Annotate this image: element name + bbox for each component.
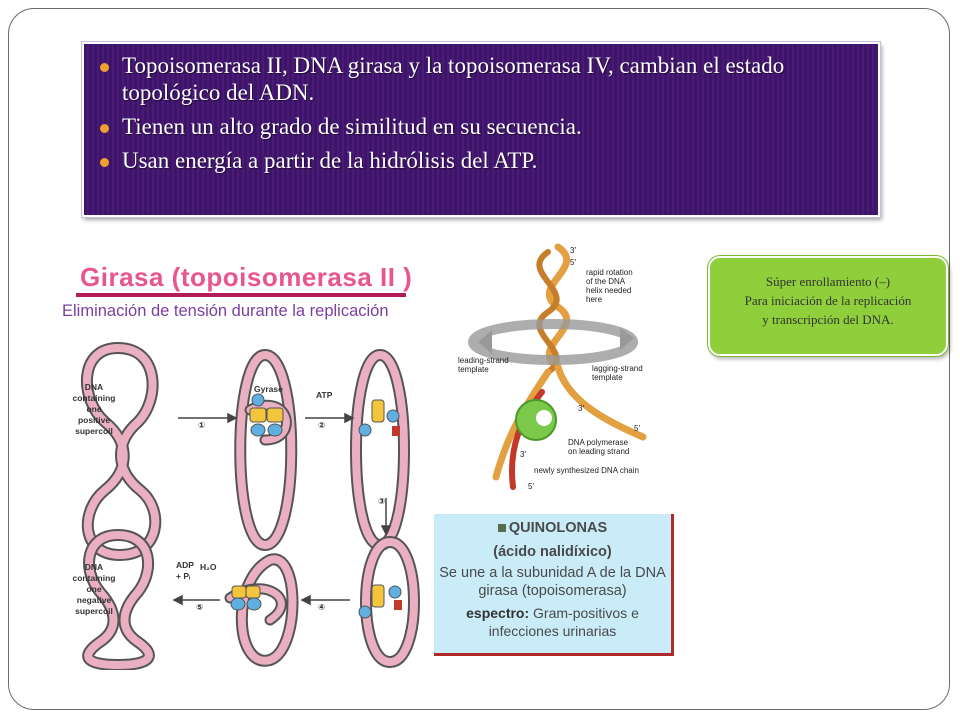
helix-3prime-low: 3′ xyxy=(520,450,526,459)
helix-5prime-top: 5′ xyxy=(570,258,576,267)
bullet-marker-icon xyxy=(100,63,109,72)
lagging-strand-label: lagging-strand template xyxy=(592,364,643,382)
step-1-label: ① xyxy=(198,420,206,430)
supercoil-diagram xyxy=(81,341,420,670)
supercoiling-callout: Súper enrollamiento (–) Para iniciación … xyxy=(708,256,948,356)
quinolonas-spectrum: espectro: Gram-positivos e infecciones u… xyxy=(434,604,671,640)
cleaved-dna-icon xyxy=(360,535,420,669)
bullet-text: Tienen un alto grado de similitud en su … xyxy=(122,114,582,139)
gyrase-label: Gyrase xyxy=(254,384,283,394)
negative-supercoil-dna-icon xyxy=(82,528,155,670)
gyrase-release-enzyme-icon xyxy=(230,585,262,611)
gyrase-cleaved-enzyme-icon xyxy=(358,584,402,619)
step-5-label: ⑤ xyxy=(196,602,204,612)
gyrase-title-underline xyxy=(76,293,406,297)
square-bullet-icon xyxy=(497,524,506,532)
quinolonas-description: Se une a la subunidad A de la DNA girasa… xyxy=(439,565,666,599)
bullet-text: Topoisomerasa II, DNA girasa y la topois… xyxy=(122,53,785,105)
bullet-item: Topoisomerasa II, DNA girasa y la topois… xyxy=(98,52,864,106)
positive-supercoil-label: DNA containing one positive supercoil xyxy=(72,382,116,436)
quinolonas-title-row: QUINOLONAS xyxy=(434,520,671,536)
gyrase-title: Girasa (topoisomerasa II ) xyxy=(80,262,413,292)
step-2-label: ② xyxy=(318,420,326,430)
gyrase-atp-enzyme-icon xyxy=(358,399,400,437)
bullet-list: Topoisomerasa II, DNA girasa y la topois… xyxy=(98,52,864,174)
replication-helix-panel: 3′ 5′ rapid rotation of the DNA helix ne… xyxy=(458,242,658,492)
helix-5prime-bottom: 5′ xyxy=(528,482,534,491)
gyrase-subtitle: Eliminación de tensión durante la replic… xyxy=(62,302,389,320)
callout-line-2: Para iniciación de la replicación xyxy=(744,293,912,308)
gyrase-bound-dna-icon xyxy=(234,348,298,552)
bullet-box: Topoisomerasa II, DNA girasa y la topois… xyxy=(82,42,880,217)
bullet-marker-icon xyxy=(100,124,109,133)
positive-supercoil-dna-icon xyxy=(81,341,162,562)
step-4-label: ④ xyxy=(318,602,326,612)
bullet-text: Usan energía a partir de la hidrólisis d… xyxy=(122,148,538,173)
rapid-rotation-label: rapid rotation of the DNA helix needed h… xyxy=(586,268,633,304)
leading-strand-label: leading-strand template xyxy=(458,356,509,374)
negative-supercoil-label: DNA containing one negative supercoil xyxy=(72,562,116,616)
helix-3prime-mid: 3′ xyxy=(578,404,584,413)
adp-label: ADP + Pᵢ xyxy=(176,560,194,581)
newly-synthesized-label: newly synthesized DNA chain xyxy=(534,466,639,475)
atp-label: ATP xyxy=(316,390,333,400)
dna-helix-icon xyxy=(468,243,647,490)
callout-line-3: y transcripción del DNA. xyxy=(762,312,894,327)
spectrum-text: Gram-positivos e infecciones urinarias xyxy=(488,605,639,639)
h2o-label: H₂O xyxy=(200,562,217,572)
bullet-item: Usan energía a partir de la hidrólisis d… xyxy=(98,147,864,174)
quinolonas-title: QUINOLONAS xyxy=(508,520,608,536)
quinolonas-subtitle: (ácido nalidíxico) xyxy=(493,544,612,560)
polymerase-label: DNA polymerase on leading strand xyxy=(568,438,630,456)
bullet-marker-icon xyxy=(100,158,109,167)
atp-bound-dna-icon xyxy=(350,348,410,552)
helix-3prime-top: 3′ xyxy=(570,246,576,255)
gyrase-enzyme-icon xyxy=(249,393,284,437)
callout-line-1: Súper enrollamiento (–) xyxy=(765,274,891,289)
bullet-item: Tienen un alto grado de similitud en su … xyxy=(98,113,864,140)
spectrum-label: espectro: xyxy=(466,605,530,621)
quinolonas-box: QUINOLONAS (ácido nalidíxico) Se une a l… xyxy=(434,514,674,656)
step-3-label: ③ xyxy=(378,496,386,506)
helix-5prime-right: 5′ xyxy=(634,424,640,433)
